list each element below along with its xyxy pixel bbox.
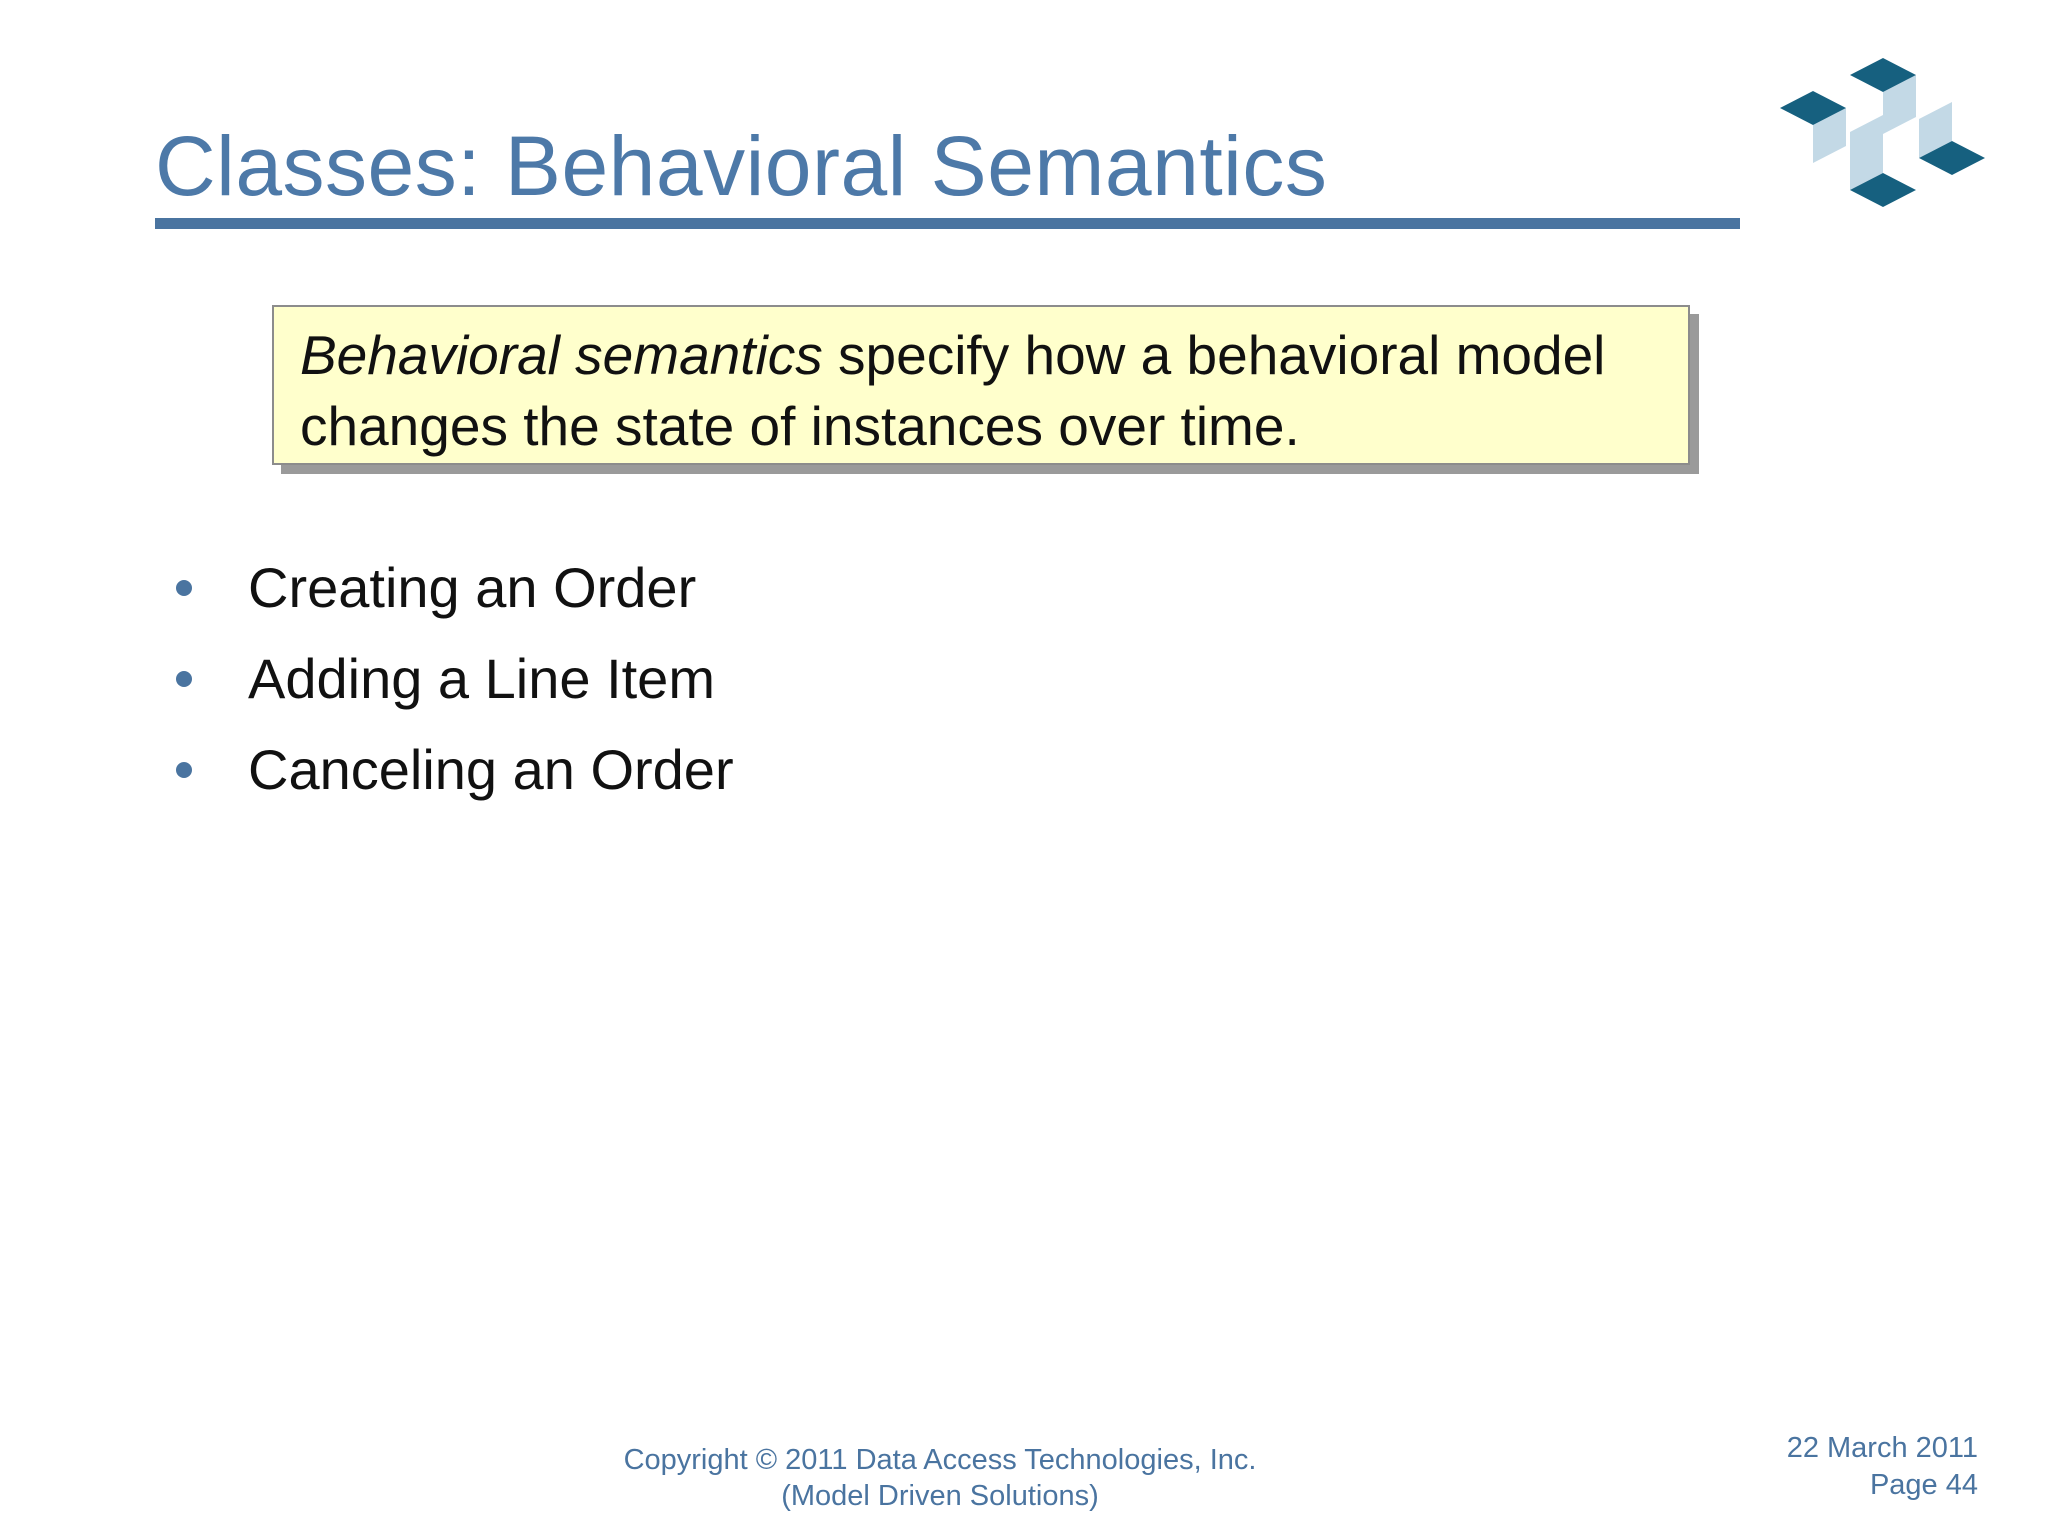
bullet-label: Canceling an Order [248,738,734,801]
page-title: Classes: Behavioral Semantics [155,119,1328,213]
bullet-dot-icon [176,670,192,687]
list-item: Canceling an Order [170,724,734,815]
definition-text: Behavioral semantics specify how a behav… [274,307,1688,462]
copyright-line-1: Copyright © 2011 Data Access Technologie… [623,1444,1257,1476]
copyright-line-2: (Model Driven Solutions) [781,1480,1099,1512]
definition-body: specify how a behavioral model changes t… [300,324,1606,457]
definition-callout: Behavioral semantics specify how a behav… [272,305,1690,465]
list-item: Adding a Line Item [170,633,734,724]
bullet-dot-icon [176,761,192,778]
title-underline [155,218,1740,229]
company-logo-icon [1780,58,1985,207]
bullet-label: Adding a Line Item [248,647,715,710]
definition-term: Behavioral semantics [300,324,823,386]
bullet-list: Creating an Order Adding a Line Item Can… [170,542,734,815]
footer-page-number: Page 44 [1869,1469,1978,1501]
bullet-dot-icon [176,579,192,596]
footer-date: 22 March 2011 [1786,1432,1978,1464]
footer-meta: 22 March 2011 Page 44 [1787,1430,1978,1504]
footer-copyright: Copyright © 2011 Data Access Technologie… [340,1442,1540,1514]
bullet-label: Creating an Order [248,556,697,619]
list-item: Creating an Order [170,542,734,633]
